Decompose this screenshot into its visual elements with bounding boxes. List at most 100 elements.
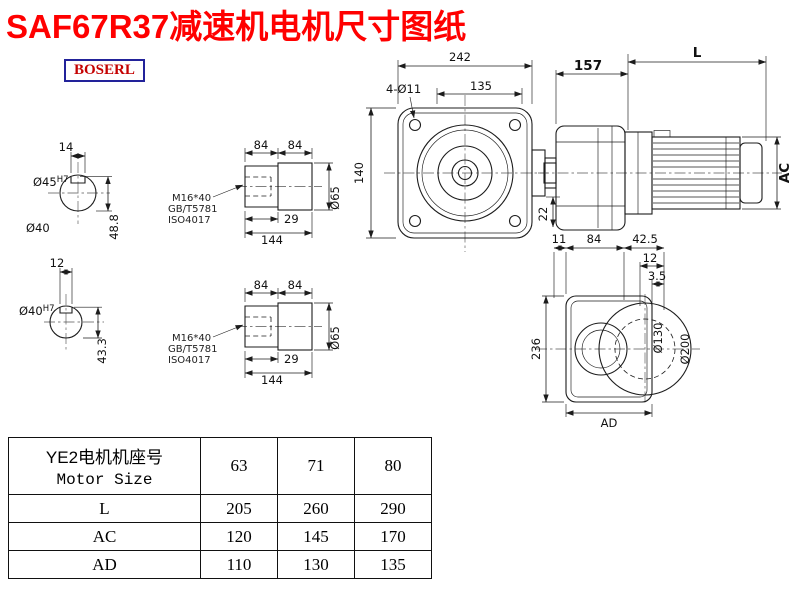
label-bolt-circle-o130: Ø130 xyxy=(651,322,665,353)
motor-size-col-1: 63 xyxy=(200,437,278,495)
dim-84-84: 84 84 xyxy=(244,278,313,302)
dim-29: 29 xyxy=(244,351,299,378)
dim-row-top: 11 84 42.5 12 3.5 xyxy=(552,232,666,312)
thread-spec-label: M16*40 GB/T5781 ISO4017 xyxy=(168,324,244,366)
dim-text-29: 29 xyxy=(284,352,299,366)
dim-text-135: 135 xyxy=(470,79,492,93)
dim-text-242: 242 xyxy=(449,50,471,64)
dim-keyway-width-40: 12 xyxy=(50,256,73,304)
motor-size-col-3: 80 xyxy=(354,437,432,495)
dim-135: 135 xyxy=(436,79,523,104)
bolt-circle xyxy=(614,318,676,380)
view-front: 242 135 4-Ø11 140 22 xyxy=(352,50,560,252)
dim-text-29: 29 xyxy=(284,212,299,226)
label-std-iso: ISO4017 xyxy=(168,355,211,366)
dim-text-48-8: 48.8 xyxy=(107,214,121,240)
dim-AC: AC xyxy=(742,136,793,210)
label-dia-45h7: Ø45H7 xyxy=(33,175,69,189)
dim-text-11: 11 xyxy=(552,232,567,246)
dim-text-L: L xyxy=(693,45,702,61)
dim-text-3-5: 3.5 xyxy=(648,269,666,283)
value-AC-63: 120 xyxy=(200,522,278,551)
dim-AD: AD xyxy=(565,404,653,430)
value-AD-63: 110 xyxy=(200,550,278,579)
dim-text-157: 157 xyxy=(574,58,602,74)
dim-text-o65: Ø65 xyxy=(328,326,342,350)
motor-fins xyxy=(653,142,739,204)
view-side-motor: 157 L AC xyxy=(538,45,793,231)
view-shaft-end-40: 12 Ø40H7 43.3 xyxy=(19,256,109,364)
view-shaft-end-45: 14 Ø45H7 48.8 Ø40 xyxy=(26,140,121,240)
label-bolt-holes: 4-Ø11 xyxy=(386,82,421,119)
row-label-L: L xyxy=(8,494,201,523)
dim-text-84: 84 xyxy=(587,232,602,246)
label-bolt-m16: M16*40 xyxy=(172,333,211,344)
dim-text-AC: AC xyxy=(777,163,793,183)
technical-drawing: 14 Ø45H7 48.8 Ø40 12 Ø40H7 xyxy=(19,45,793,430)
thread-spec-label: M16*40 GB/T5781 ISO4017 xyxy=(168,184,244,226)
view-shaft-detail-bottom: 84 84 29 144 Ø65 M16*40 xyxy=(168,278,342,387)
dim-text-84b: 84 xyxy=(288,278,303,292)
fan-cover xyxy=(739,142,763,204)
dim-text-140: 140 xyxy=(352,162,366,184)
keyway xyxy=(70,176,86,184)
table-row: AC 120 145 170 xyxy=(8,522,432,551)
label-std-gb: GB/T5781 xyxy=(168,204,218,215)
dim-text-43-3: 43.3 xyxy=(95,338,109,364)
label-dia-40: Ø40 xyxy=(26,221,50,235)
dim-text-144: 144 xyxy=(261,233,283,247)
value-AC-71: 145 xyxy=(277,522,355,551)
dim-144: 144 xyxy=(244,352,313,387)
dim-text-236: 236 xyxy=(529,338,543,360)
view-output: 11 84 42.5 12 3.5 236 Ø130 Ø200 xyxy=(529,232,700,430)
dim-157: 157 xyxy=(555,54,629,130)
dim-L: L xyxy=(627,45,767,141)
table-header-cell: YE2电机机座号 Motor Size xyxy=(8,437,201,495)
dim-242: 242 xyxy=(397,50,533,104)
dim-text-144: 144 xyxy=(261,373,283,387)
value-AD-71: 130 xyxy=(277,550,355,579)
dim-84-84: 84 84 xyxy=(244,138,313,162)
table-header-cn: YE2电机机座号 xyxy=(45,448,164,467)
dim-dia-65: Ø65 xyxy=(314,302,342,351)
dim-144: 144 xyxy=(244,212,313,247)
dim-236: 236 xyxy=(529,295,564,403)
dim-text-84a: 84 xyxy=(254,138,269,152)
label-std-gb: GB/T5781 xyxy=(168,344,218,355)
view-shaft-detail-top: 84 84 29 144 Ø65 M16*40 xyxy=(168,138,342,247)
brand-logo: BOSERL xyxy=(64,59,145,82)
label-bolt-m16: M16*40 xyxy=(172,193,211,204)
dim-140: 140 xyxy=(352,107,396,239)
value-AC-80: 170 xyxy=(354,522,432,551)
label-std-iso: ISO4017 xyxy=(168,215,211,226)
label-flange-o200: Ø200 xyxy=(678,333,692,364)
dim-22: 22 xyxy=(536,196,560,228)
dim-keyway-width-45: 14 xyxy=(59,140,86,173)
dim-text-84a: 84 xyxy=(254,278,269,292)
dim-text-12b: 12 xyxy=(643,251,658,265)
dim-dia-65: Ø65 xyxy=(314,162,342,211)
motor-size-col-2: 71 xyxy=(277,437,355,495)
table-row: L 205 260 290 xyxy=(8,494,432,523)
table-header-en: Motor Size xyxy=(56,471,153,489)
dim-text-AD: AD xyxy=(601,416,618,430)
value-L-63: 205 xyxy=(200,494,278,523)
dim-text-42-5: 42.5 xyxy=(632,232,658,246)
row-label-AD: AD xyxy=(8,550,201,579)
dim-text-22: 22 xyxy=(536,207,550,222)
dim-text-14: 14 xyxy=(59,140,74,154)
motor-size-table: YE2电机机座号 Motor Size 63 71 80 L 205 260 2… xyxy=(8,437,432,579)
dim-shaft-height-45: 48.8 xyxy=(80,176,121,240)
label-dia-40h7: Ø40H7 xyxy=(19,304,55,318)
value-L-71: 260 xyxy=(277,494,355,523)
row-label-AC: AC xyxy=(8,522,201,551)
value-AD-80: 135 xyxy=(354,550,432,579)
dim-text-84b: 84 xyxy=(288,138,303,152)
table-row: AD 110 130 135 xyxy=(8,550,432,579)
dim-text-o65: Ø65 xyxy=(328,186,342,210)
label-4-o11: 4-Ø11 xyxy=(386,82,421,96)
dim-shaft-height-40: 43.3 xyxy=(74,306,109,364)
value-L-80: 290 xyxy=(354,494,432,523)
keyway xyxy=(59,307,73,314)
